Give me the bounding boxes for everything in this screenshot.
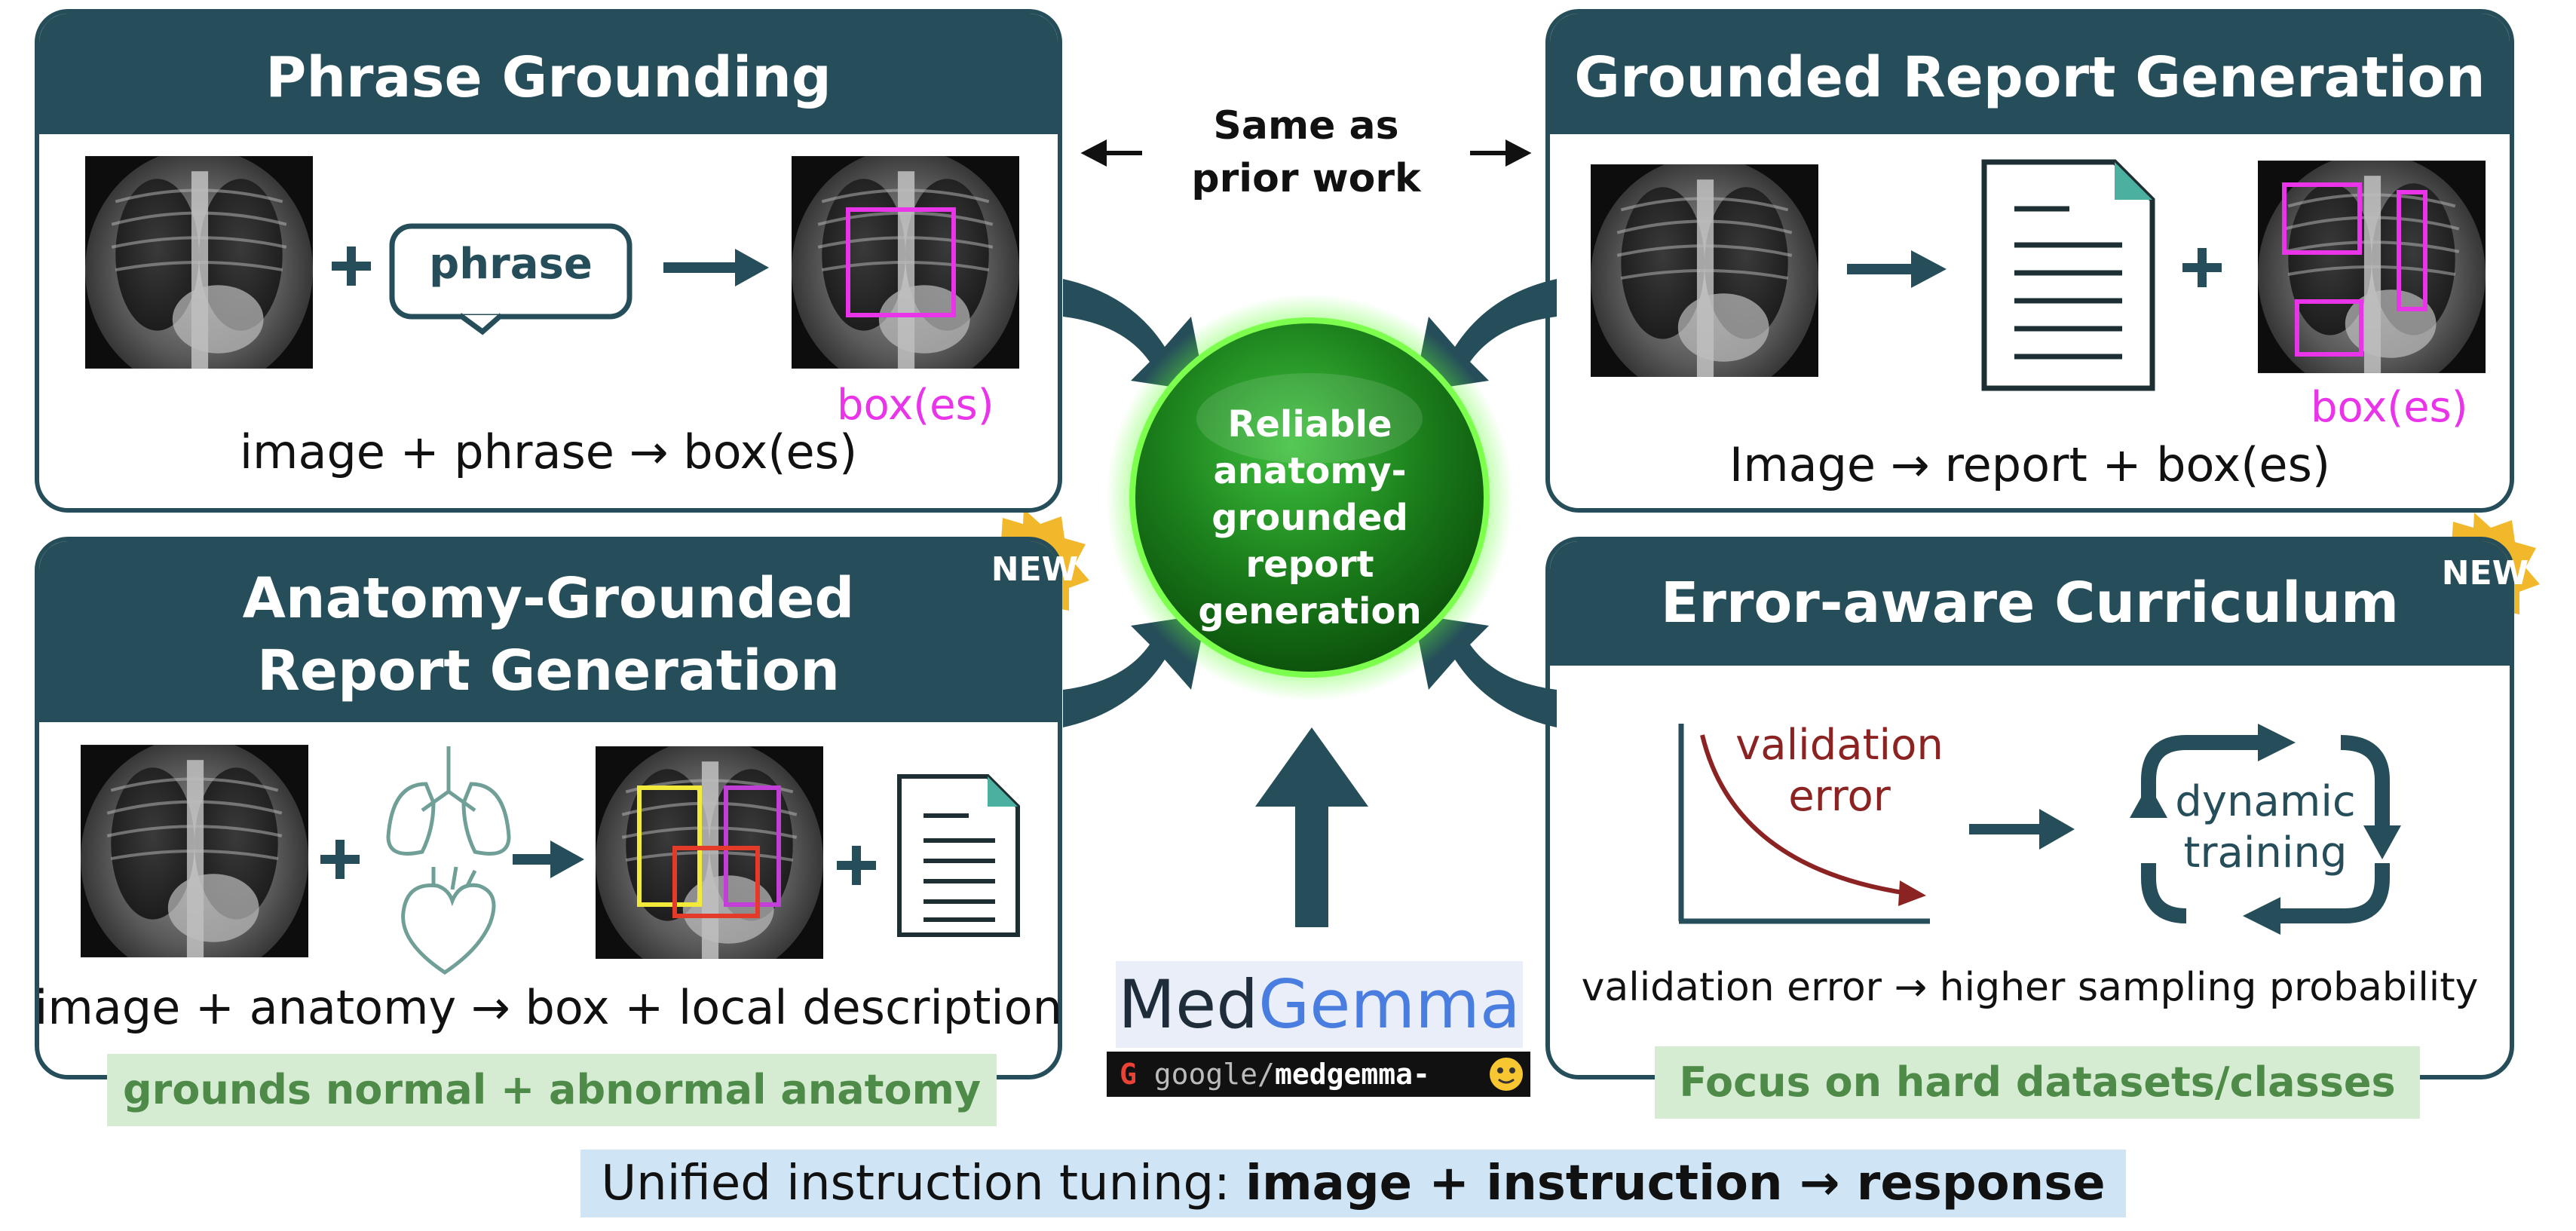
panel-caption: Image → report + box(es)	[1729, 437, 2331, 492]
box-label: box(es)	[2311, 383, 2468, 432]
panel-title: Phrase Grounding	[39, 14, 1058, 134]
panel-caption: validation error → higher sampling proba…	[1581, 965, 2479, 1010]
medgemma-logo: MedGemma	[1116, 961, 1523, 1048]
panel-grounded-report: Grounded Report Generation	[1545, 9, 2514, 513]
medgemma-repo: G google/medgemma-4b-it	[1120, 1055, 1474, 1128]
speech-bubble-icon	[389, 223, 633, 335]
bounding-box	[846, 207, 956, 317]
center-goal-text: Reliable anatomy-grounded report generat…	[1131, 401, 1489, 635]
panel-title: Error-aware Curriculum	[1550, 541, 2510, 666]
document-icon	[1981, 159, 2155, 391]
bounding-box	[2295, 299, 2363, 357]
panel-tag: grounds normal + abnormal anatomy	[107, 1054, 997, 1126]
arrow-right-icon	[663, 249, 769, 286]
google-icon: G	[1120, 1058, 1137, 1091]
new-badge-text: NEW	[991, 550, 1079, 589]
heart-icon	[401, 866, 496, 975]
grounded-report-graphics	[1591, 159, 2486, 391]
plus-icon	[320, 840, 360, 879]
unified-instruction-bar: Unified instruction tuning: image + inst…	[580, 1150, 2126, 1217]
same-as-prior-line1: Same as	[1213, 103, 1399, 149]
box-label: box(es)	[837, 381, 994, 430]
anatomy-grounded-graphics	[81, 737, 1020, 975]
new-badge-text: NEW	[2441, 554, 2529, 593]
center-line1: Reliable	[1227, 403, 1392, 446]
plus-icon	[332, 247, 371, 286]
bottom-bold: image + instruction → response	[1245, 1156, 2106, 1211]
loss-curve-plot	[1678, 724, 1930, 924]
arrow-up-from-medgemma	[1255, 727, 1368, 927]
curve-label-line1: validation	[1735, 721, 1943, 770]
arrow-right-icon	[1969, 809, 2075, 850]
cycle-label: dynamic training	[2160, 776, 2371, 879]
hugging-face-icon	[1490, 1058, 1523, 1091]
center-line4: generation	[1198, 590, 1422, 632]
panel-title: Anatomy-Grounded Report Generation	[39, 541, 1058, 722]
same-as-prior-arrows	[1080, 139, 1532, 167]
arrow-right-icon	[1847, 250, 1947, 288]
panel-title-line2: Report Generation	[256, 638, 841, 703]
center-line2: anatomy-grounded	[1211, 450, 1408, 539]
repo-prefix: google/	[1153, 1058, 1275, 1091]
lungs-icon	[386, 746, 511, 856]
repo-name: medgemma-4b-it	[1120, 1058, 1430, 1128]
curve-label: validation error	[1715, 720, 1964, 822]
bounding-box	[2397, 190, 2427, 311]
panel-title: Grounded Report Generation	[1550, 14, 2510, 134]
bounding-box	[672, 846, 760, 918]
center-line3: report	[1245, 544, 1374, 586]
plus-icon	[837, 846, 876, 885]
phrase-grounding-graphics	[85, 149, 1019, 391]
curve-label-line2: error	[1788, 772, 1891, 821]
arrow-right-icon	[513, 841, 584, 878]
phrase-bubble-text: phrase	[429, 240, 593, 289]
center-goal-orb	[1106, 294, 1513, 701]
panel-caption: image + phrase → box(es)	[239, 424, 858, 479]
bounding-box	[2282, 182, 2362, 255]
cycle-label-line2: training	[2183, 828, 2348, 877]
same-as-prior-line2: prior work	[1191, 156, 1421, 201]
bottom-prefix: Unified instruction tuning:	[601, 1156, 1246, 1211]
cycle-label-line1: dynamic	[2175, 777, 2356, 826]
panel-caption: image + anatomy → box + local descriptio…	[35, 980, 1062, 1035]
document-icon	[897, 774, 1020, 937]
error-curriculum-graphics	[1678, 724, 2401, 935]
medgemma-logo-med: Med	[1118, 966, 1259, 1043]
panel-phrase-grounding: Phrase Grounding	[35, 9, 1062, 513]
panel-anatomy-grounded: Anatomy-Grounded Report Generation	[35, 537, 1062, 1079]
plus-icon	[2182, 248, 2222, 287]
panel-tag: Focus on hard datasets/classes	[1655, 1046, 2420, 1119]
medgemma-logo-gemma: Gemma	[1258, 966, 1521, 1043]
same-as-prior-label: Same as prior work	[1153, 100, 1459, 205]
panel-title-line1: Anatomy-Grounded	[242, 566, 855, 631]
cycle-arrows-icon	[2141, 735, 2390, 923]
medgemma-repo-bar	[1107, 1052, 1530, 1097]
